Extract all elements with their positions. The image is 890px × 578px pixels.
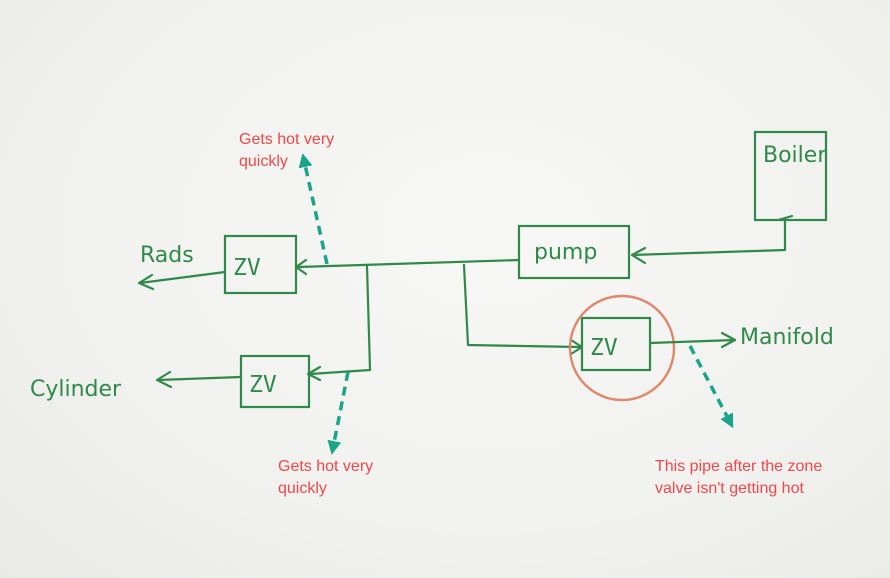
boiler-label: Boiler <box>763 143 827 168</box>
pump-label: pump <box>534 240 597 265</box>
note-rads-hot: Gets hot very quickly <box>239 129 334 173</box>
rads-label: Rads <box>140 243 194 268</box>
boiler: Boiler <box>753 130 828 222</box>
zone-valve-manifold-label: ZV <box>590 335 618 361</box>
main-flow-pipe <box>296 258 521 269</box>
callout-arrow-rads <box>298 153 329 265</box>
manifold-outlet-arrow <box>720 331 737 349</box>
cylinder-outlet-arrow <box>155 370 173 389</box>
pump-inlet-arrow <box>630 246 647 265</box>
manifold-valve-highlight-ring <box>568 294 676 402</box>
zone-valve-rads-label: ZV <box>233 255 261 281</box>
boiler-box <box>753 130 828 222</box>
boiler-to-pump-pipe <box>630 218 787 257</box>
manifold-label: Manifold <box>740 325 834 350</box>
note-rads-hot-line-2: quickly <box>239 153 288 170</box>
zone-valve-cylinder-label: ZV <box>249 372 277 398</box>
note-manifold-cold-line-1: This pipe after the zone <box>655 458 823 475</box>
callout-arrow-manifold <box>688 345 734 429</box>
cylinder-label: Cylinder <box>30 377 122 402</box>
rads-outlet-pipe <box>138 270 227 285</box>
zone-valve-cylinder-box <box>239 354 311 409</box>
zone-valve-rads: ZV <box>223 234 298 295</box>
callout-arrow-cylinder <box>327 371 350 455</box>
note-manifold-cold-line-2: valve isn't getting hot <box>655 480 804 497</box>
pump: pump <box>517 224 631 280</box>
cylinder-outlet-pipe <box>156 375 243 382</box>
note-cylinder-hot: Gets hot very quickly <box>278 456 373 500</box>
manifold-branch-pipe <box>462 263 582 349</box>
note-cylinder-hot-line-2: quickly <box>278 480 327 497</box>
rads-outlet-arrow <box>137 273 155 291</box>
cylinder-branch-pipe <box>308 264 372 376</box>
note-manifold-cold: This pipe after the zone valve isn't get… <box>655 456 822 500</box>
zone-valve-cylinder: ZV <box>239 354 311 409</box>
note-rads-hot-line-1: Gets hot very <box>239 131 335 148</box>
note-cylinder-hot-line-1: Gets hot very <box>278 458 374 475</box>
boiler-outlet-stub <box>776 214 794 222</box>
manifold-outlet-pipe <box>648 338 737 345</box>
zone-valve-rads-box <box>223 234 298 295</box>
zone-valve-manifold: ZV <box>580 316 652 372</box>
pump-box <box>517 224 631 280</box>
